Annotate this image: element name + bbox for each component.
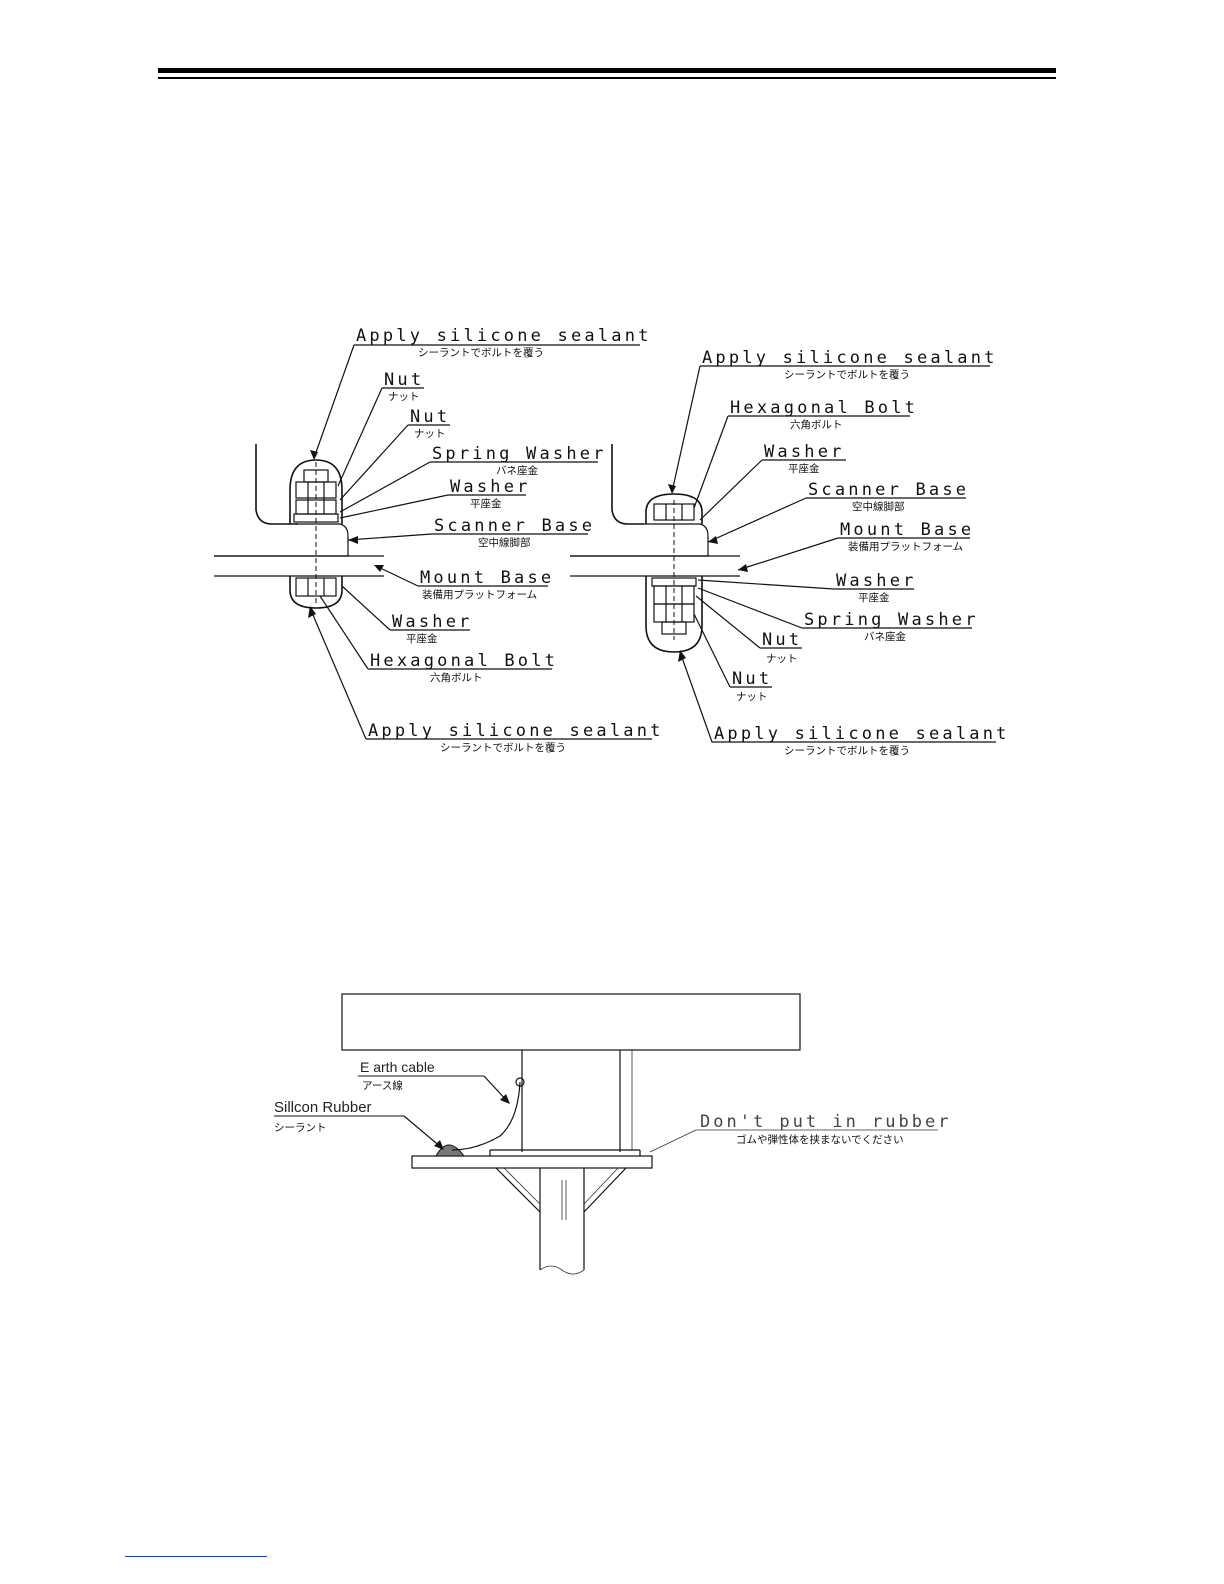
label-r-scanner-base-jp: 空中線脚部: [852, 500, 905, 513]
label-r-nut-2-jp: ナット: [736, 691, 768, 703]
figure2-pedestal: [274, 993, 938, 1275]
label-r-apply-sealant-bottom-jp: シーラントでボルトを覆う: [784, 745, 910, 757]
label-washer-top: Washer: [450, 477, 531, 497]
sealant-cap-bottom: [289, 576, 343, 609]
cable-lug: [515, 1077, 525, 1087]
label-spring-washer: Spring Washer: [432, 444, 607, 464]
label-earth-cable-jp: アース線: [362, 1079, 403, 1092]
label-r-apply-sealant-top-jp: シーラントでボルトを覆う: [784, 369, 910, 381]
label-silicon-rubber: Sillcon Rubber: [274, 1099, 372, 1116]
label-r-hex-bolt: Hexagonal Bolt: [730, 398, 918, 418]
label-dont-put-rubber: Don't put in rubber: [700, 1112, 951, 1132]
label-scanner-base-jp: 空中線脚部: [478, 536, 531, 549]
scanner-base-flange-right: [570, 523, 709, 557]
label-r-spring-washer: Spring Washer: [804, 610, 979, 630]
earth-cable: [451, 1081, 521, 1151]
label-r-spring-washer-jp: バネ座金: [864, 630, 906, 643]
footer-link-underline[interactable]: [125, 1556, 267, 1557]
figure1-left-labels: Apply silicone sealant シーラントでボルトを覆う Nut …: [356, 326, 664, 754]
pipe-break: [539, 1265, 585, 1275]
label-apply-sealant-bottom: Apply silicone sealant: [368, 721, 664, 741]
label-r-apply-sealant-bottom: Apply silicone sealant: [714, 724, 1010, 744]
label-mount-base-jp: 装備用プラットフォーム: [422, 588, 537, 601]
header-rule-thin: [158, 77, 1056, 79]
scanner-base-leg-right: [611, 444, 644, 525]
label-r-mount-base: Mount Base: [840, 520, 974, 540]
figure1-right-labels: Apply silicone sealant シーラントでボルトを覆う Hexa…: [702, 348, 1010, 757]
label-mount-base: Mount Base: [420, 568, 554, 588]
mounting-plate: [411, 1155, 653, 1169]
label-nut-1: Nut: [384, 370, 424, 390]
figure1-right-leaders: [668, 365, 996, 743]
label-silicon-rubber-jp: シーラント: [274, 1122, 327, 1134]
label-r-washer-bottom-jp: 平座金: [858, 591, 890, 604]
bolt-head: [295, 577, 337, 597]
label-hex-bolt-jp: 六角ボルト: [430, 672, 483, 684]
label-r-washer-top: Washer: [764, 442, 845, 462]
figure1-right-assembly: [570, 444, 740, 653]
label-spring-washer-jp: バネ座金: [496, 464, 538, 477]
figure2-labels: E arth cable アース線 Sillcon Rubber シーラント D…: [274, 1059, 951, 1146]
label-apply-sealant-top: Apply silicone sealant: [356, 326, 652, 346]
label-apply-sealant-bottom-jp: シーラントでボルトを覆う: [440, 742, 566, 754]
label-apply-sealant-top-jp: シーラントでボルトを覆う: [418, 347, 544, 359]
sealant-cap-top-right: [645, 493, 703, 524]
label-r-hex-bolt-jp: 六角ボルト: [790, 419, 843, 431]
label-r-washer-bottom: Washer: [836, 571, 917, 591]
label-hex-bolt: Hexagonal Bolt: [370, 651, 558, 671]
label-nut-1-jp: ナット: [388, 391, 420, 403]
label-r-washer-top-jp: 平座金: [788, 462, 820, 475]
label-nut-2-jp: ナット: [414, 428, 446, 440]
label-dont-put-rubber-jp: ゴムや弾性体を挟まないでください: [736, 1133, 904, 1146]
label-r-apply-sealant-top: Apply silicone sealant: [702, 348, 998, 368]
label-washer-bottom-jp: 平座金: [406, 632, 438, 645]
scanner-body: [341, 993, 801, 1051]
header-rule-thick: [158, 68, 1056, 73]
label-nut-2: Nut: [410, 407, 450, 427]
figure1-left-assembly: [214, 444, 384, 609]
scanner-base-leg: [255, 444, 298, 525]
scanner-base-flange: [214, 523, 349, 557]
label-scanner-base: Scanner Base: [434, 516, 595, 536]
label-r-mount-base-jp: 装備用プラットフォーム: [848, 540, 963, 553]
sealant-cap-bottom-right: [645, 576, 703, 653]
label-r-nut-2: Nut: [732, 669, 772, 689]
label-r-nut-1-jp: ナット: [766, 653, 798, 665]
figure1-left-leaders: [308, 344, 652, 740]
label-r-nut-1: Nut: [762, 630, 802, 650]
label-earth-cable: E arth cable: [360, 1059, 435, 1075]
label-washer-bottom: Washer: [392, 612, 473, 632]
label-r-scanner-base: Scanner Base: [808, 480, 969, 500]
label-washer-top-jp: 平座金: [470, 497, 502, 510]
